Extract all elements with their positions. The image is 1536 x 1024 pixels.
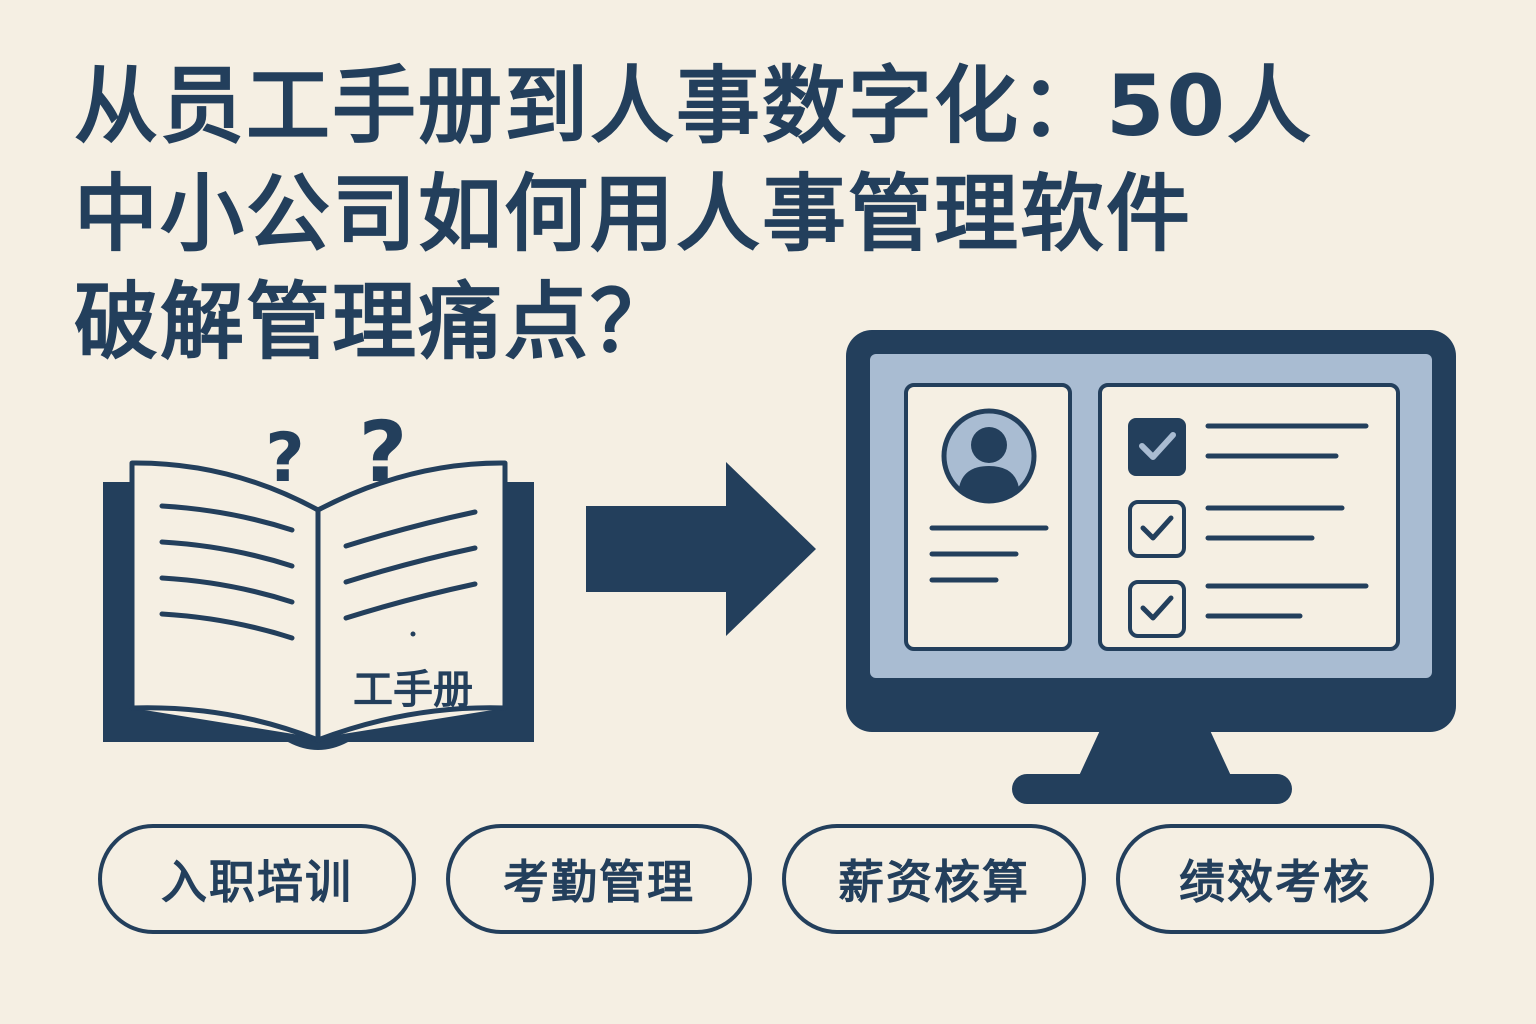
page-title: 从员工手册到人事数字化：50人 中小公司如何用人事管理软件 破解管理痛点？ (74, 52, 1514, 376)
checkbox-checked-icon (1128, 500, 1186, 558)
book-label: 工手册 (353, 667, 473, 713)
title-line-2: 中小公司如何用人事管理软件 (74, 165, 1193, 263)
pill-payroll-calculation[interactable]: 薪资核算 (782, 824, 1086, 934)
title-line-1: 从员工手册到人事数字化：50人 (74, 57, 1313, 155)
computer-monitor-icon (846, 330, 1456, 804)
pill-performance-review[interactable]: 绩效考核 (1116, 824, 1434, 934)
user-avatar-icon (941, 408, 1037, 504)
title-line-3: 破解管理痛点？ (74, 273, 677, 371)
pill-attendance-management[interactable]: 考勤管理 (446, 824, 752, 934)
question-mark-right: ? (359, 403, 408, 501)
arrow-right-icon (586, 462, 816, 636)
checkbox-checked-icon (1128, 580, 1186, 638)
open-book-icon (103, 460, 534, 750)
pill-onboarding-training[interactable]: 入职培训 (98, 824, 416, 934)
checkbox-checked-icon (1128, 418, 1186, 476)
question-mark-left: ? (265, 419, 304, 498)
